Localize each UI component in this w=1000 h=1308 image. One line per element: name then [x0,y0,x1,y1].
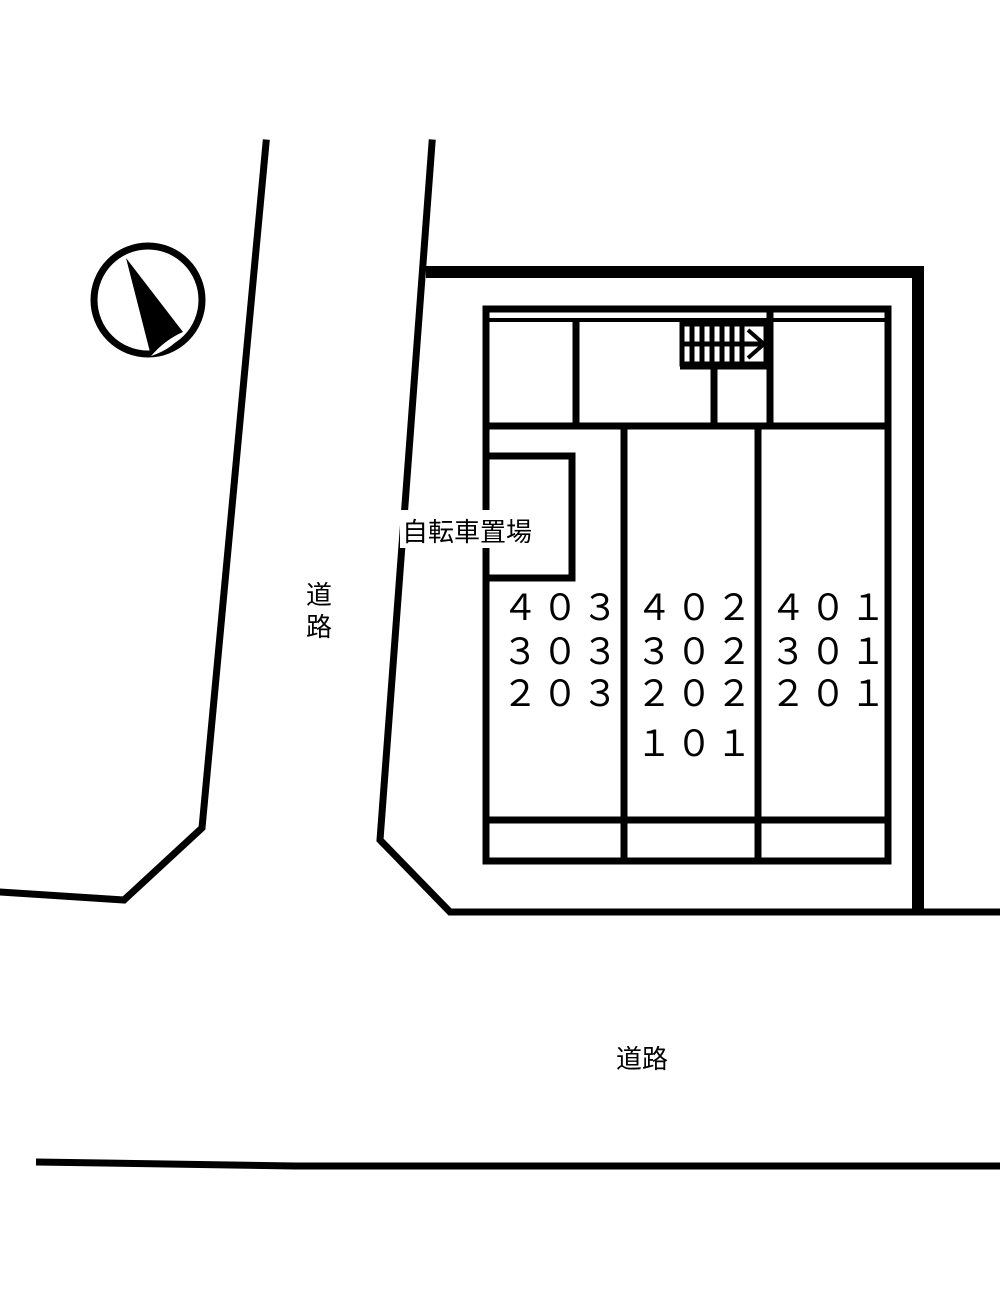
unit-label: ４０１ [770,588,890,629]
unit-label: ２０１ [770,674,890,715]
west-road-right-edge [376,139,1000,916]
unit-label: ３０１ [770,632,890,673]
unit-label: ３０３ [502,632,622,673]
unit-column-west: ４０３ ３０３ ２０３ [502,588,622,715]
unit-column-east: ４０１ ３０１ ２０１ [770,588,890,715]
unit-label: ３０２ [636,632,756,673]
bicycle-parking-label: 自転車置場 [402,518,532,548]
unit-label: ４０２ [636,588,756,629]
bicycle-parking-label-bg [400,510,562,548]
west-road-left-edge [0,139,270,904]
west-road-label-char-1: 道 [306,581,332,611]
north-arrow-icon [90,242,206,358]
building-outline [482,305,892,865]
west-road-label-char-2: 路 [306,613,332,643]
south-road-bottom-edge [35,1158,1000,1170]
west-road [0,139,1000,916]
unit-column-middle: ４０２ ３０２ ２０２ １０１ [636,588,756,765]
unit-label: ２０３ [502,674,622,715]
bicycle-parking-area [486,452,576,582]
building [482,305,892,865]
unit-label: １０１ [636,724,756,765]
south-road-label: 道路 [616,1045,668,1075]
unit-label: ４０３ [502,588,622,629]
property-boundary [426,266,924,912]
staircase-icon [679,321,769,367]
unit-label: ２０２ [636,674,756,715]
